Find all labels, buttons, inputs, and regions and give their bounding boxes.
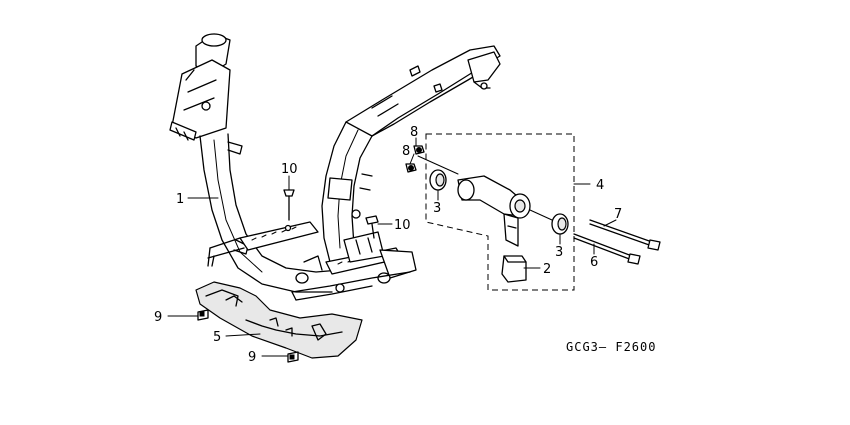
callout-8-upper: 8 [410,125,418,140]
bolt-7 [589,219,661,251]
callout-4: 4 [596,178,604,193]
callout-3-right: 3 [555,245,563,260]
callout-1: 1 [176,192,184,207]
callout-7: 7 [614,207,622,222]
callout-6: 6 [590,255,598,270]
callout-9-lower: 9 [248,350,256,365]
callout-10-lower: 10 [394,218,411,233]
callout-3-left: 3 [433,201,441,216]
diagram-code: GCG3– F2600 [566,340,656,354]
engine-hanger-group [405,133,575,291]
callout-9-upper: 9 [154,310,162,325]
frame-body-drawing [169,33,501,301]
callout-2: 2 [543,262,551,277]
bolt-10-lower [365,215,379,239]
clip-9-lower [287,351,299,363]
callout-10-upper: 10 [281,162,298,177]
clip-9-upper [197,309,209,321]
bolt-6 [573,233,641,265]
callout-5: 5 [213,330,221,345]
callout-8-lower: 8 [402,144,410,159]
leader-lines [167,137,617,357]
bolt-10-upper [283,189,295,221]
under-cover-drawing [195,281,363,359]
